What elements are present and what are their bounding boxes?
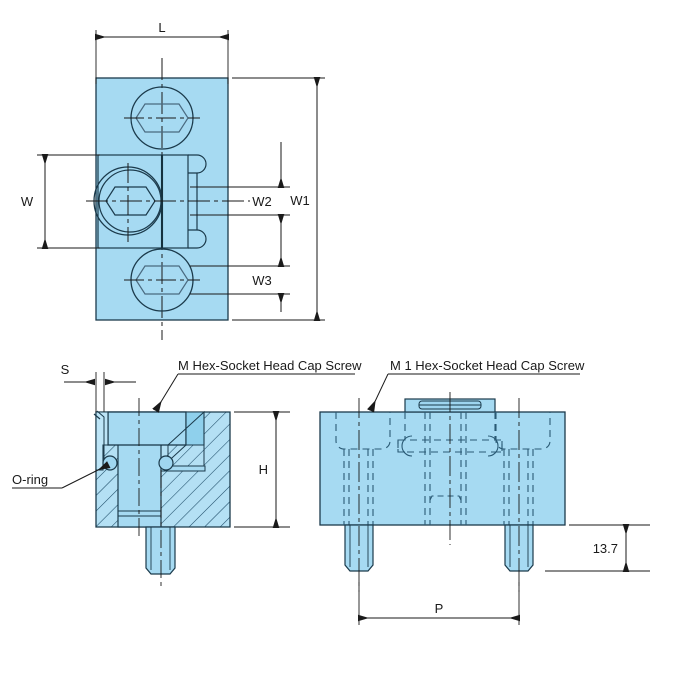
top-view-lower-screw bbox=[124, 248, 200, 312]
dimension-P: P bbox=[358, 578, 520, 625]
hidden-counterbore-left bbox=[335, 412, 391, 450]
o-ring-right bbox=[158, 455, 174, 471]
dimension-label-13-7: 13.7 bbox=[593, 541, 618, 556]
dimension-W1: W1 bbox=[232, 77, 325, 321]
front-body bbox=[319, 411, 566, 526]
leader-line bbox=[61, 461, 111, 489]
callout-screw-m1: M 1 Hex-Socket Head Cap Screw bbox=[367, 358, 585, 413]
dimension-S: S bbox=[61, 362, 136, 412]
leg-right bbox=[504, 524, 534, 572]
hidden-port-arc-right bbox=[487, 435, 499, 457]
leader-line bbox=[152, 373, 179, 413]
left-chamfer bbox=[93, 413, 101, 420]
dimension-13-7: 13.7 bbox=[545, 524, 650, 572]
front-view-right: M 1 Hex-Socket Head Cap Screw 13.7 P bbox=[319, 358, 650, 625]
dimension-label-L: L bbox=[158, 20, 165, 35]
threaded-stud bbox=[145, 526, 176, 575]
callout-label-screw-m: M Hex-Socket Head Cap Screw bbox=[178, 358, 362, 373]
dimension-L: L bbox=[95, 20, 229, 84]
port-tab-upper bbox=[188, 154, 207, 174]
hidden-port-right-wall bbox=[494, 412, 503, 453]
screw-head-block bbox=[107, 411, 187, 446]
hidden-bore-tip bbox=[429, 495, 462, 501]
o-ring-left bbox=[102, 455, 118, 471]
dimension-H: H bbox=[234, 411, 290, 528]
dimension-label-W1: W1 bbox=[290, 193, 310, 208]
dimension-label-W3: W3 bbox=[252, 273, 272, 288]
dimension-label-W2: W2 bbox=[252, 194, 272, 209]
leg-left bbox=[344, 524, 374, 572]
central-bore bbox=[117, 435, 162, 528]
dimension-W: W bbox=[21, 154, 100, 249]
callout-label-screw-m1: M 1 Hex-Socket Head Cap Screw bbox=[390, 358, 585, 373]
top-view: L W W1 W2 W3 bbox=[21, 20, 325, 340]
callout-label-o-ring: O-ring bbox=[12, 472, 48, 487]
hidden-port-arc-left bbox=[401, 435, 413, 457]
top-view-middle-port bbox=[86, 154, 250, 249]
dimension-label-S: S bbox=[61, 362, 70, 377]
head-right-shoulder bbox=[185, 411, 205, 446]
callout-o-ring: O-ring bbox=[12, 461, 111, 489]
top-view-upper-screw bbox=[124, 86, 200, 150]
leader-line bbox=[367, 373, 389, 413]
hidden-counterbore-right bbox=[495, 412, 551, 450]
left-seat-detail bbox=[95, 411, 109, 471]
dimension-label-P: P bbox=[435, 601, 444, 616]
dimension-label-H: H bbox=[259, 462, 268, 477]
dimension-W3: W3 bbox=[190, 229, 290, 312]
dimension-label-W: W bbox=[21, 194, 34, 209]
section-view-left: S H O-ring M Hex-Socket Head Cap Screw bbox=[12, 358, 362, 590]
port-tab-lower bbox=[188, 229, 207, 249]
callout-screw-m: M Hex-Socket Head Cap Screw bbox=[152, 358, 362, 413]
